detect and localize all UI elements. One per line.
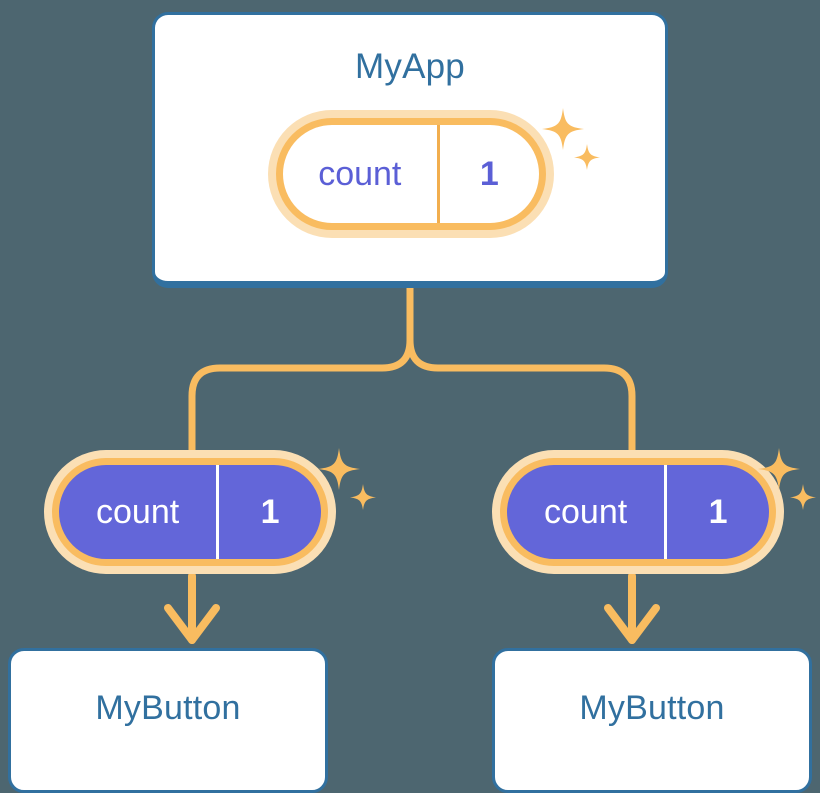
signal-pill-branch[interactable]: count 1 <box>492 450 784 574</box>
signal-value: 1 <box>664 465 769 559</box>
fork-connector <box>188 282 636 456</box>
arrow-down-icon <box>604 572 660 644</box>
signal-value: 1 <box>436 125 539 223</box>
signal-pill-body: count 1 <box>52 458 328 566</box>
page-title: MyApp <box>355 47 465 86</box>
signal-name: count <box>318 154 402 193</box>
component-card-mybutton[interactable]: MyButton <box>492 648 812 793</box>
component-label: MyButton <box>579 689 725 727</box>
diagram-canvas: MyApp count 1 count 1 MyButton count <box>8 12 816 793</box>
signal-pill-body: count 1 <box>500 458 776 566</box>
arrow-down-icon <box>164 572 220 644</box>
signal-name: count <box>544 492 628 531</box>
signal-pill-body: count 1 <box>276 118 546 230</box>
signal-value: 1 <box>216 465 321 559</box>
signal-pill-root[interactable]: count 1 <box>268 110 554 238</box>
component-card-mybutton[interactable]: MyButton <box>8 648 328 793</box>
signal-pill-branch[interactable]: count 1 <box>44 450 336 574</box>
component-label: MyButton <box>95 689 241 727</box>
signal-name: count <box>96 492 180 531</box>
